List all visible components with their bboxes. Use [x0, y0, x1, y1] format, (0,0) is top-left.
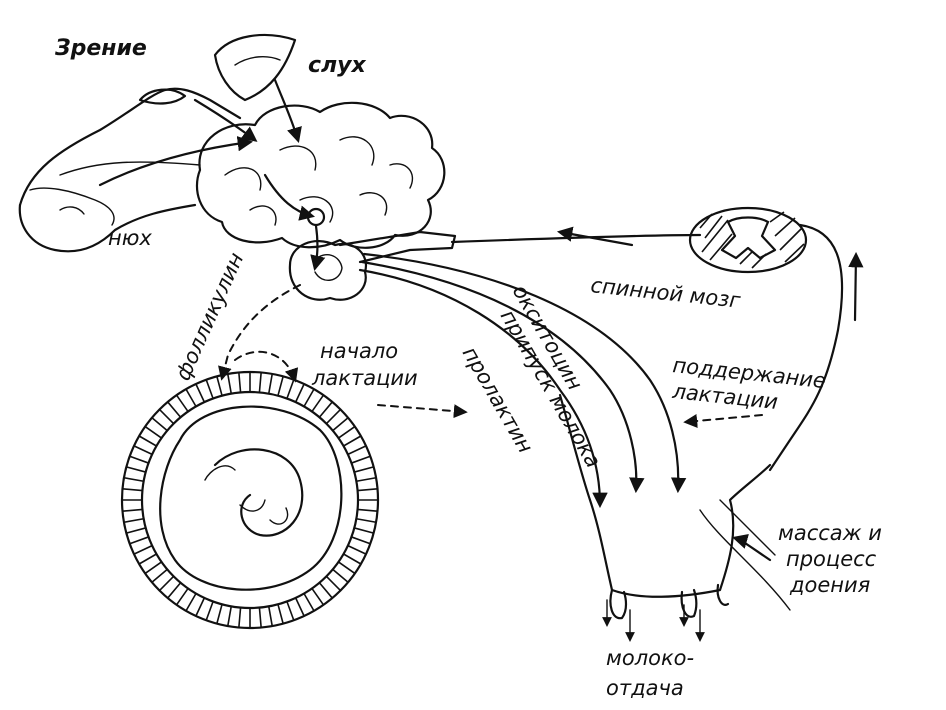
ovary-section	[120, 370, 380, 630]
udder	[558, 393, 791, 642]
arrow-lactation-maintenance	[683, 414, 763, 428]
prolactin-path	[358, 268, 608, 509]
label-smell: нюх	[108, 226, 152, 250]
label-milk-2: отдача	[606, 676, 684, 700]
label-follicle: фолликулин	[171, 249, 249, 384]
pituitary-gland	[288, 240, 368, 301]
arrow-to-pituitary	[310, 224, 326, 272]
label-milk-1: молоко-	[606, 646, 694, 670]
label-lactation-start-2: лактации	[311, 366, 418, 390]
label-vision: Зрение	[54, 36, 147, 61]
arrow-massage	[732, 533, 772, 562]
label-hearing: слух	[308, 53, 366, 78]
arrow-to-brain	[556, 226, 634, 247]
spinal-cord-section	[688, 206, 808, 274]
label-massage-3: доения	[789, 573, 870, 597]
arrow-hearing	[273, 78, 302, 143]
nerve-to-udder	[768, 223, 844, 472]
cow-head	[18, 33, 297, 253]
arrow-brain-center	[263, 173, 315, 221]
arrow-smell	[98, 135, 254, 187]
follicle-path	[218, 284, 301, 381]
spinal-nerve	[450, 233, 702, 244]
follicle-loop	[234, 350, 299, 383]
label-lactation-start-1: начало	[320, 339, 398, 363]
arrow-lactation-start	[377, 404, 468, 419]
label-massage-1: массаж и	[778, 521, 882, 545]
letdown-path	[360, 260, 645, 494]
arrow-to-spinal	[848, 251, 864, 322]
label-massage-2: процесс	[786, 547, 877, 571]
label-spinal-cord: спинной мозг	[589, 273, 742, 313]
oxytocin-path	[362, 252, 687, 494]
arrow-vision	[193, 98, 258, 142]
